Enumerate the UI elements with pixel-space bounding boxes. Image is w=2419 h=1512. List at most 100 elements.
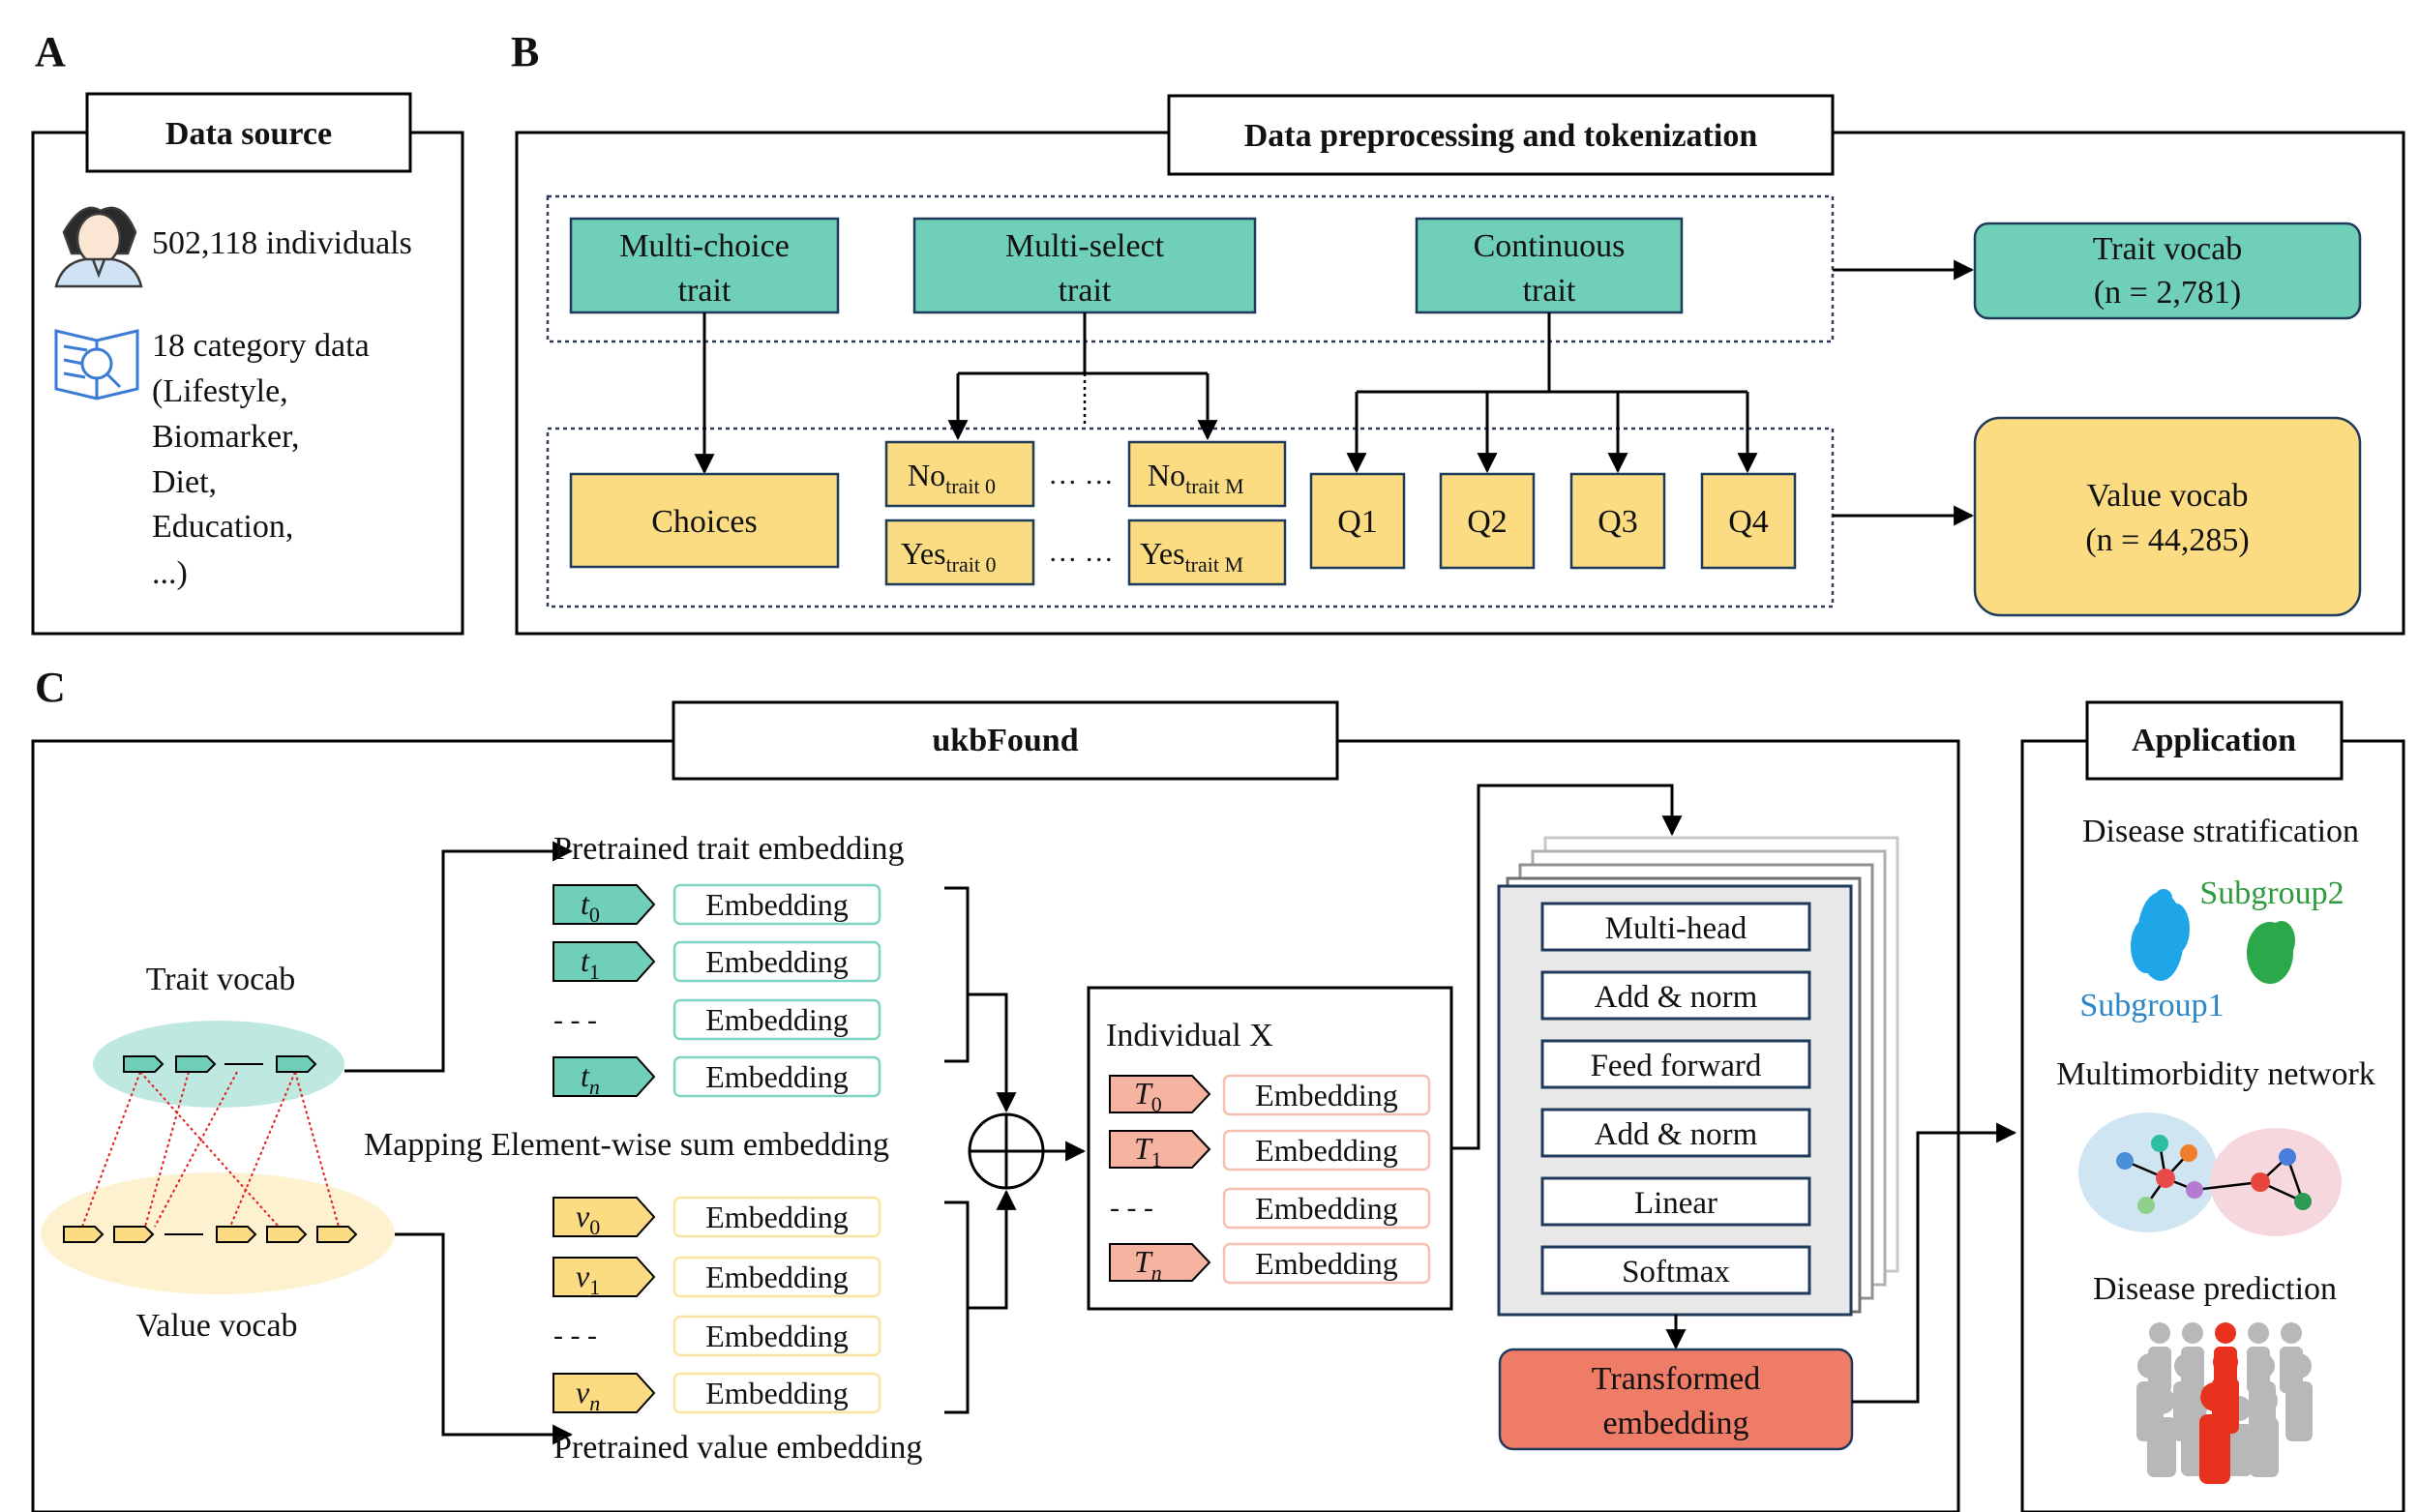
q4-box: Q4 [1700, 472, 1797, 570]
svg-text:trait: trait [678, 273, 732, 309]
individual-x-box: Individual X T0 Embedding T1 Embedding -… [1087, 986, 1453, 1311]
svg-text:T0: T0 [1134, 1076, 1162, 1116]
trait-embedding-row-n: tn Embedding [552, 1055, 881, 1099]
mapping-label: Mapping Element-wise sum embedding [364, 1127, 889, 1163]
svg-text:Embedding: Embedding [1255, 1191, 1398, 1226]
svg-text:Embedding: Embedding [1255, 1133, 1398, 1168]
subgroup1-label: Subgroup1 [2079, 988, 2224, 1023]
svg-text:Embedding: Embedding [705, 1200, 849, 1234]
svg-text:v0: v0 [576, 1199, 600, 1239]
value-vocab-label: Value vocab [135, 1308, 297, 1344]
svg-text:- - -: - - - [1110, 1192, 1153, 1224]
multi-select-trait-box: Multi-select trait [912, 217, 1257, 314]
svg-text:v1: v1 [576, 1259, 600, 1299]
svg-text:- - -: - - - [553, 1319, 597, 1351]
application-title: Application [2132, 723, 2296, 758]
disease-prediction-label: Disease prediction [2093, 1271, 2337, 1307]
preprocessing-title: Data preprocessing and tokenization [1244, 118, 1758, 154]
svg-text:trait: trait [1059, 273, 1112, 309]
q3-box: Q3 [1569, 472, 1666, 570]
svg-text:(n = 44,285): (n = 44,285) [2085, 522, 2249, 558]
no-traitM-box: Notrait M [1127, 440, 1287, 508]
svg-text:Embedding: Embedding [1255, 1246, 1398, 1281]
value-embedding-row-1: v1 Embedding [552, 1256, 881, 1299]
multi-choice-trait-box: Multi-choice trait [569, 217, 840, 314]
panel-a: Data source 502,118 individuals 18 categ… [31, 92, 464, 636]
transformer-layer-add-norm-1: Add & norm [1540, 970, 1811, 1021]
svg-text:Continuous: Continuous [1474, 228, 1626, 264]
value-embedding-row-n: vn Embedding [552, 1372, 881, 1415]
svg-text:Linear: Linear [1634, 1186, 1717, 1221]
ellipsis-yes: … … [1048, 536, 1114, 568]
svg-text:Multi-choice: Multi-choice [619, 228, 790, 264]
individuals-count: 502,118 individuals [152, 225, 412, 261]
category-line-6: ...) [152, 555, 188, 591]
no-trait0-box: Notrait 0 [884, 440, 1035, 508]
svg-text:embedding: embedding [1602, 1406, 1748, 1441]
element-wise-sum-icon [968, 1112, 1045, 1190]
svg-text:Feed forward: Feed forward [1591, 1049, 1762, 1083]
svg-text:Yestrait M: Yestrait M [1140, 536, 1243, 577]
svg-text:Q1: Q1 [1337, 504, 1378, 540]
book-search-icon [54, 329, 139, 400]
category-line-3: Biomarker, [152, 419, 300, 455]
svg-text:Transformed: Transformed [1592, 1361, 1760, 1397]
subgroup2-cluster [2247, 921, 2295, 984]
svg-text:Multi-head: Multi-head [1605, 911, 1747, 946]
individual-token-0: T0 Embedding [1109, 1074, 1431, 1116]
category-line-4: Diet, [152, 464, 217, 500]
application-panel: Application Disease stratification Subgr… [2020, 700, 2405, 1512]
svg-text:Embedding: Embedding [705, 1319, 849, 1353]
svg-text:tn: tn [581, 1058, 600, 1099]
q1-box: Q1 [1309, 472, 1406, 570]
trait-vocab-box: Trait vocab (n = 2,781) [1973, 222, 2362, 320]
svg-text:Q4: Q4 [1728, 504, 1769, 540]
trait-embedding-row-1: t1 Embedding [552, 940, 881, 984]
continuous-trait-box: Continuous trait [1415, 217, 1684, 314]
svg-text:Notrait 0: Notrait 0 [908, 458, 996, 498]
value-vocab-box: Value vocab (n = 44,285) [1973, 416, 2362, 617]
svg-text:Multi-select: Multi-select [1005, 228, 1165, 264]
trait-vocab-ellipse [93, 1021, 344, 1108]
svg-text:Softmax: Softmax [1622, 1255, 1730, 1290]
panel-c: ukbFound Trait vocab Value vocab [31, 700, 2017, 1512]
individual-token-1: T1 Embedding [1109, 1129, 1431, 1171]
svg-text:Embedding: Embedding [705, 887, 849, 922]
individual-token-n: Tn Embedding [1109, 1242, 1431, 1285]
svg-text:- - -: - - - [553, 1004, 597, 1036]
pretrained-value-label: Pretrained value embedding [553, 1430, 922, 1466]
yes-trait0-box: Yestrait 0 [884, 519, 1035, 586]
disease-stratification-label: Disease stratification [2082, 814, 2359, 849]
transformed-embedding-box: Transformed embedding [1498, 1348, 1854, 1451]
panel-label-a: A [35, 28, 66, 75]
svg-text:Individual X: Individual X [1106, 1018, 1273, 1053]
svg-text:Choices: Choices [651, 504, 758, 540]
svg-text:Embedding: Embedding [705, 1002, 849, 1037]
panel-b: Data preprocessing and tokenization Mult… [515, 94, 2405, 636]
transformer-layer-linear: Linear [1540, 1176, 1811, 1227]
transformer-layer-softmax: Softmax [1540, 1245, 1811, 1295]
svg-text:Notrait M: Notrait M [1148, 458, 1244, 498]
svg-text:(n = 2,781): (n = 2,781) [2094, 275, 2241, 311]
ukbfound-title: ukbFound [932, 723, 1078, 758]
category-line-2: (Lifestyle, [152, 373, 288, 409]
pretrained-trait-label: Pretrained trait embedding [553, 831, 905, 867]
yes-traitM-box: Yestrait M [1127, 519, 1287, 586]
subgroup2-label: Subgroup2 [2199, 875, 2344, 911]
data-source-title: Data source [165, 116, 332, 152]
svg-text:t0: t0 [581, 886, 600, 927]
trait-embedding-row-dashes: - - - Embedding [553, 998, 881, 1041]
svg-text:trait: trait [1523, 273, 1576, 309]
svg-text:Add & norm: Add & norm [1595, 980, 1758, 1015]
individual-token-dashes: - - - Embedding [1110, 1187, 1431, 1230]
network-icon [2078, 1112, 2342, 1236]
vocab-mapping-lines [81, 1071, 340, 1228]
svg-text:Embedding: Embedding [705, 944, 849, 979]
choices-box: Choices [569, 472, 840, 569]
transformer-layer-add-norm-2: Add & norm [1540, 1108, 1811, 1158]
crowd-icon [2136, 1322, 2313, 1484]
category-line-5: Education, [152, 509, 293, 545]
multimorbidity-network-label: Multimorbidity network [2056, 1056, 2375, 1092]
value-embedding-row-0: v0 Embedding [552, 1196, 881, 1239]
ellipsis-no: … … [1048, 459, 1114, 490]
